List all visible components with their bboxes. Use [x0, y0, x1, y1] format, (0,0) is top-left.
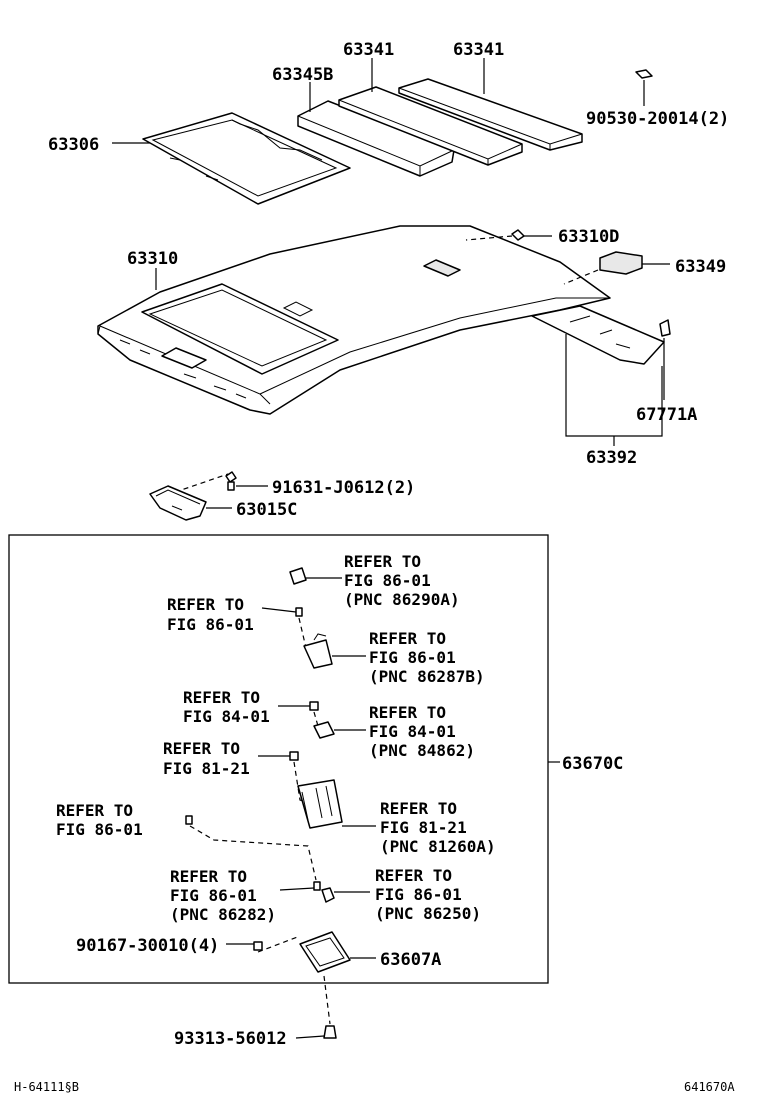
label-91631: 91631-J0612(2) [272, 478, 415, 498]
svg-text:FIG 86-01: FIG 86-01 [167, 615, 254, 634]
label-63349: 63349 [675, 257, 726, 277]
svg-text:REFER TO: REFER TO [369, 703, 446, 722]
rear-trim-63392 [531, 305, 665, 446]
refer-block-7: REFER TO FIG 81-21 (PNC 81260A) [380, 799, 496, 856]
svg-text:REFER TO: REFER TO [56, 801, 133, 820]
svg-text:FIG 86-01: FIG 86-01 [170, 886, 257, 905]
label-63607a: 63607A [380, 950, 441, 970]
label-67771a: 67771A [636, 405, 697, 425]
svg-text:REFER TO: REFER TO [369, 629, 446, 648]
svg-text:REFER TO: REFER TO [163, 739, 240, 758]
pad-63349 [563, 251, 670, 285]
refer-block-5: REFER TO FIG 84-01 (PNC 84862) [369, 703, 475, 760]
refer-block-6: REFER TO FIG 81-21 [163, 739, 250, 778]
refer-block-4: REFER TO FIG 84-01 [183, 688, 270, 726]
refer-block-8: REFER TO FIG 86-01 [56, 801, 143, 839]
label-63310: 63310 [127, 249, 178, 269]
refer-block-9: REFER TO FIG 86-01 (PNC 86282) [170, 867, 276, 924]
headliner-63310 [97, 225, 611, 415]
svg-text:REFER TO: REFER TO [380, 799, 457, 818]
svg-text:(PNC 86282): (PNC 86282) [170, 905, 276, 924]
bracket-63015c [149, 471, 268, 521]
label-63015c: 63015C [236, 500, 297, 520]
refer-block-1: REFER TO FIG 86-01 (PNC 86290A) [344, 552, 460, 609]
footer-left-code: H-64111§B [14, 1080, 79, 1094]
svg-text:REFER TO: REFER TO [170, 867, 247, 886]
svg-text:(PNC 81260A): (PNC 81260A) [380, 837, 496, 856]
svg-text:(PNC 84862): (PNC 84862) [369, 741, 475, 760]
footer-right-code: 641670A [684, 1080, 735, 1094]
label-63341-a: 63341 [343, 40, 394, 60]
svg-text:FIG 84-01: FIG 84-01 [183, 707, 270, 726]
pad-63341-a [338, 86, 523, 166]
svg-text:FIG 86-01: FIG 86-01 [344, 571, 431, 590]
svg-text:REFER TO: REFER TO [375, 866, 452, 885]
label-63670c: 63670C [562, 754, 623, 774]
svg-text:(PNC 86287B): (PNC 86287B) [369, 667, 485, 686]
label-63306: 63306 [48, 135, 99, 155]
pad-63345b [297, 100, 455, 177]
label-93313: 93313-56012 [174, 1029, 287, 1049]
clip-90530 [635, 69, 653, 106]
svg-text:FIG 84-01: FIG 84-01 [369, 722, 456, 741]
sunroof-frame-63306 [142, 112, 351, 205]
assembly-box [8, 534, 549, 984]
clip-67771a [659, 319, 671, 400]
screw-93313 [295, 975, 337, 1039]
svg-text:REFER TO: REFER TO [183, 688, 260, 707]
clip-63310d [465, 229, 552, 241]
svg-text:REFER TO: REFER TO [167, 595, 244, 614]
refer-block-10: REFER TO FIG 86-01 (PNC 86250) [375, 866, 481, 923]
label-90167: 90167-30010(4) [76, 936, 219, 956]
svg-text:REFER TO: REFER TO [344, 552, 421, 571]
label-63345b: 63345B [272, 65, 333, 85]
svg-text:FIG 81-21: FIG 81-21 [380, 818, 467, 837]
svg-text:(PNC 86290A): (PNC 86290A) [344, 590, 460, 609]
label-63341-b: 63341 [453, 40, 504, 60]
svg-text:FIG 81-21: FIG 81-21 [163, 759, 250, 778]
svg-text:(PNC 86250): (PNC 86250) [375, 904, 481, 923]
label-63310d: 63310D [558, 227, 619, 247]
label-90530: 90530-20014(2) [586, 109, 729, 129]
svg-text:FIG 86-01: FIG 86-01 [369, 648, 456, 667]
svg-text:FIG 86-01: FIG 86-01 [56, 820, 143, 839]
refer-block-3: REFER TO FIG 86-01 (PNC 86287B) [369, 629, 485, 686]
inner-parts [185, 567, 376, 973]
pad-63341-b [398, 78, 583, 151]
refer-block-2: REFER TO FIG 86-01 [167, 595, 254, 634]
svg-text:FIG 86-01: FIG 86-01 [375, 885, 462, 904]
label-63392: 63392 [586, 448, 637, 468]
